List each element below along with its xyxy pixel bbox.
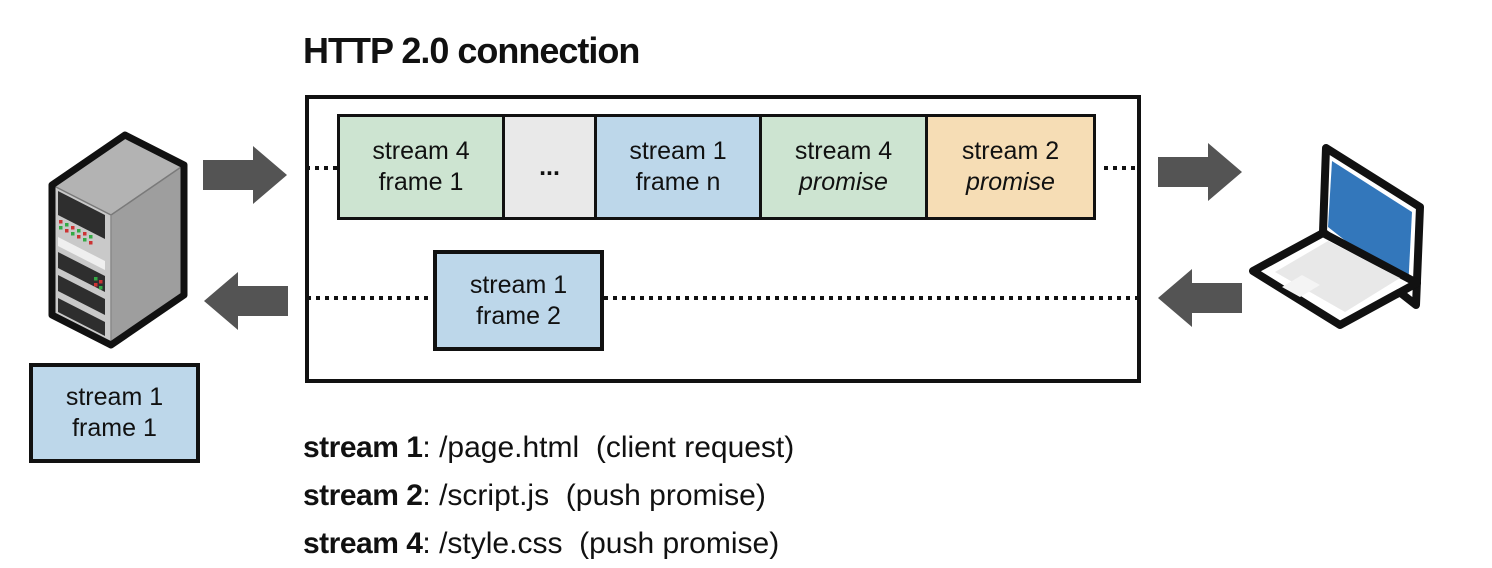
dotted-line-top-left <box>306 166 339 170</box>
laptop-keyboard <box>1275 241 1400 312</box>
arrow-right-icon <box>203 146 287 204</box>
frame-label-line1: stream 4 <box>794 137 893 165</box>
frame-label-line1: stream 2 <box>961 137 1060 165</box>
frame-label-line2: frame 1 <box>378 168 464 196</box>
legend-line-stream1: stream 1: /page.html (client request) <box>303 431 794 479</box>
frame-row-server-to-client: stream 4 frame 1 ... stream 1 frame n st… <box>337 114 1096 220</box>
frame-label-line2: frame 2 <box>476 301 561 330</box>
legend-stream-desc: : /page.html (client request) <box>422 431 795 464</box>
frame-box-ellipsis: ... <box>502 114 597 220</box>
frame-box-stream4-frame1: stream 4 frame 1 <box>337 114 505 220</box>
arrow-left-icon <box>204 272 288 330</box>
laptop-icon <box>1240 135 1440 335</box>
frame-label-line1: ... <box>539 152 560 181</box>
legend-line-stream2: stream 2: /script.js (push promise) <box>303 479 794 527</box>
frame-label-line2: frame n <box>635 168 721 196</box>
dotted-line-top-right <box>1104 166 1139 170</box>
legend-line-stream4: stream 4: /style.css (push promise) <box>303 527 794 568</box>
frame-label-line2: promise <box>966 168 1055 196</box>
frame-label-line1: stream 1 <box>629 137 727 165</box>
laptop-trackpad <box>1282 275 1320 297</box>
arrow-left-icon <box>1158 269 1242 327</box>
frame-box-stream1-frame2: stream 1 frame 2 <box>433 250 604 351</box>
frame-box-stream4-promise: stream 4 promise <box>759 114 928 220</box>
frame-label-line1: stream 1 <box>469 270 568 299</box>
frame-box-stream2-promise: stream 2 promise <box>925 114 1096 220</box>
legend-stream-desc: : /style.css (push promise) <box>422 527 780 560</box>
legend-stream-name: stream 2 <box>303 479 423 512</box>
dotted-line-bottom <box>307 296 1139 300</box>
legend-stream-name: stream 4 <box>303 527 423 560</box>
frame-label-line1: stream 4 <box>372 137 470 165</box>
server-icon <box>42 125 192 350</box>
server-led-lights <box>59 220 103 290</box>
legend-stream-name: stream 1 <box>303 431 423 464</box>
legend-stream-desc: : /script.js (push promise) <box>422 479 766 512</box>
frame-label-line2: promise <box>799 168 888 196</box>
stream-legend: stream 1: /page.html (client request) st… <box>303 431 794 568</box>
frame-label-line2: frame 1 <box>72 414 157 442</box>
diagram-title: HTTP 2.0 connection <box>303 30 640 71</box>
frame-box-stream1-framen: stream 1 frame n <box>594 114 762 220</box>
laptop-screen <box>1328 161 1412 290</box>
frame-label-line1: stream 1 <box>65 383 164 411</box>
frame-box-stream1-frame1: stream 1 frame 1 <box>29 363 200 463</box>
arrow-right-icon <box>1158 143 1242 201</box>
